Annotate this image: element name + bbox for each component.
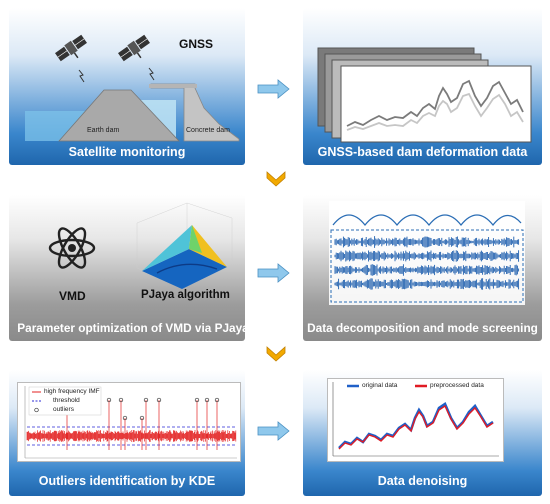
imf-outlier-chart: [24, 386, 237, 459]
kde-outlier-caption: Outliers identification by KDE: [38, 474, 216, 488]
satellite-monitoring-panel: GNSS Earth dam Concrete dam Satellite mo…: [9, 8, 245, 165]
outlier-marker: [139, 415, 145, 421]
imf-signal: [26, 430, 237, 442]
decomposition-panel: Data decomposition and mode screening: [303, 195, 542, 341]
outlier-marker: [122, 415, 128, 421]
outlier-marker: [156, 397, 162, 403]
satellite-icon: [55, 34, 87, 62]
pjaya-surface-plot: [136, 202, 233, 289]
decomposition-caption: Data decomposition and mode screening: [307, 321, 538, 335]
arrow-down-icon: [266, 346, 286, 362]
arrow-right-icon: [257, 263, 290, 283]
vmd-optimization-panel: VMD PJaya algorithm Parameter optimizati…: [9, 195, 245, 341]
satellite-monitoring-caption: Satellite monitoring: [68, 145, 186, 159]
deformation-chart-stack: [317, 47, 532, 143]
imf-band: [334, 278, 520, 290]
denoising-chart: [332, 382, 499, 457]
legend-preprocessed: preprocessed data: [430, 382, 484, 389]
satellite-scene: [25, 34, 240, 142]
satellite-icon: [118, 34, 150, 62]
denoising-panel: original data preprocessed data Data den…: [303, 370, 542, 496]
deformation-data-caption: GNSS-based dam deformation data: [317, 145, 528, 159]
imf-band: [334, 250, 520, 262]
mode-screening-chart: [329, 201, 525, 305]
vmd-label: VMD: [59, 289, 86, 303]
concrete-dam-label: Concrete dam: [186, 127, 230, 134]
legend-outliers: outliers: [53, 406, 74, 413]
arrow-right-icon: [257, 421, 290, 441]
outlier-marker: [204, 397, 210, 403]
imf-noise-path: [26, 430, 237, 442]
imf-bands: [334, 236, 520, 290]
deformation-data-panel: GNSS-based dam deformation data: [303, 8, 542, 165]
gnss-label: GNSS: [179, 37, 214, 51]
vmd-optimization-caption: Parameter optimization of VMD via PJaya: [17, 321, 245, 335]
kde-outlier-panel: high frequency IMF threshold outliers Ou…: [9, 370, 245, 496]
arrow-right-icon: [257, 79, 290, 99]
outlier-marker: [118, 397, 124, 403]
earth-dam-label: Earth dam: [87, 127, 120, 134]
legend-imf: high frequency IMF: [44, 388, 100, 395]
legend-original: original data: [362, 382, 398, 389]
pjaya-label: PJaya algorithm: [141, 289, 230, 301]
legend-threshold: threshold: [53, 397, 80, 404]
atom-icon: [48, 227, 96, 269]
denoising-caption: Data denoising: [377, 474, 468, 488]
outlier-marker: [143, 397, 149, 403]
arrow-down-icon: [266, 171, 286, 187]
outlier-marker: [214, 397, 220, 403]
preprocessed-series: [338, 404, 494, 450]
imf-band: [334, 236, 520, 248]
outlier-marker: [106, 397, 112, 403]
outlier-marker: [194, 397, 200, 403]
imf-band: [334, 264, 520, 276]
